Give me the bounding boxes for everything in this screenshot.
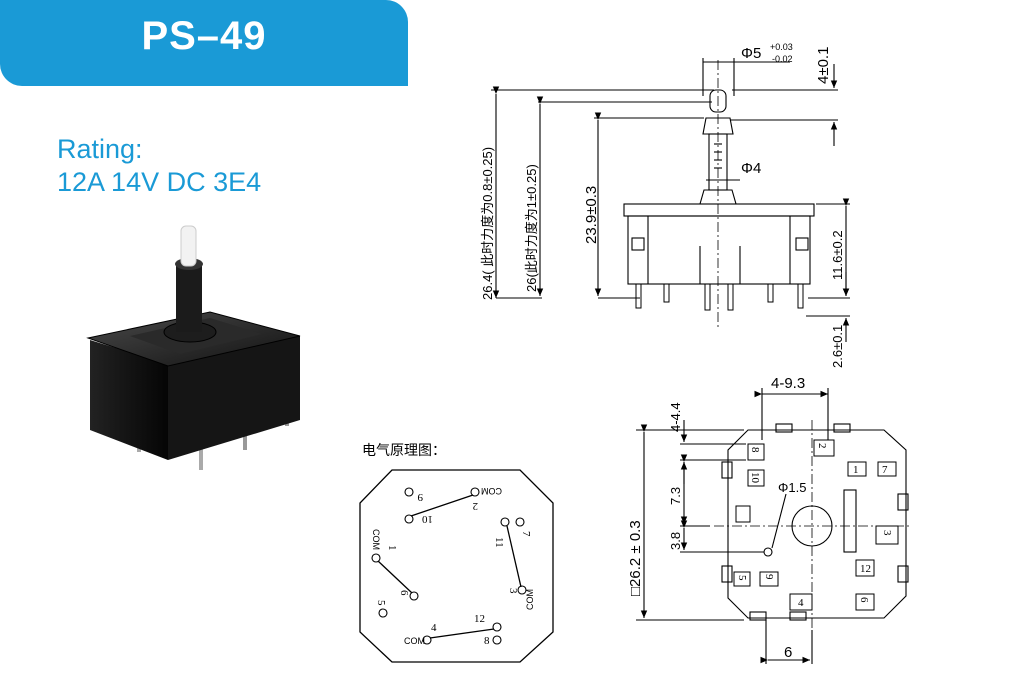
bottom-offset-dim: 6 bbox=[784, 644, 792, 661]
size-dim: □26.2 ± 0.3 bbox=[627, 520, 644, 596]
com-label-left: COM bbox=[371, 529, 381, 550]
shaft-tol-upper: +0.03 bbox=[770, 42, 793, 52]
height-force-dim: 26(此时力度为1±0.25) bbox=[524, 164, 539, 292]
terminal-12: 12 bbox=[474, 613, 485, 625]
terminal-3: 3 bbox=[507, 588, 519, 594]
model-title: PS–49 bbox=[141, 14, 267, 58]
shaft-tol-lower: -0.02 bbox=[772, 54, 793, 64]
body-height-dim: 11.6±0.2 bbox=[830, 230, 845, 280]
total-force-dim: 26.4( 此时力度为0.8±0.25) bbox=[480, 147, 495, 300]
pin-holes-dim: 4-4.4 bbox=[668, 402, 683, 432]
pin-label: 1 bbox=[853, 464, 859, 476]
row2-dim: 3.8 bbox=[668, 532, 683, 550]
switch-photo bbox=[86, 225, 301, 470]
side-view-drawing bbox=[491, 58, 850, 342]
height-dim: 23.9±0.3 bbox=[583, 186, 600, 244]
top-height: 4±0.1 bbox=[815, 47, 832, 84]
com-label-top: COM bbox=[481, 486, 502, 496]
shaft-dia: Φ5 bbox=[741, 45, 761, 62]
pin-label: 2 bbox=[816, 443, 828, 449]
terminal-7: 7 bbox=[520, 531, 532, 537]
pin-label: 8 bbox=[749, 447, 761, 453]
side-view-labels: Φ5 +0.03 -0.02 4±0.1 Φ4 26.4( 此时力度为0.8±0… bbox=[480, 42, 845, 368]
row1-dim: 7.3 bbox=[668, 487, 683, 505]
bottom-view-drawing bbox=[636, 388, 910, 664]
pin-pitch-dim: 4-9.3 bbox=[771, 375, 805, 392]
terminal-6: 6 bbox=[398, 590, 410, 596]
rating-value: 12A 14V DC 3E4 bbox=[57, 167, 262, 197]
terminal-4: 4 bbox=[431, 622, 437, 634]
terminal-8: 8 bbox=[484, 635, 490, 647]
com-label-right: COM bbox=[525, 589, 535, 610]
rating-block: Rating: 12A 14V DC 3E4 bbox=[57, 133, 261, 199]
terminal-9: 9 bbox=[417, 491, 423, 503]
pin-label: 4 bbox=[798, 597, 804, 609]
pin-label: 9 bbox=[763, 574, 775, 580]
pin-label: 7 bbox=[882, 464, 888, 476]
terminal-5: 5 bbox=[375, 600, 387, 606]
schematic-diagram: 9 10 2 COM 11 7 COM 1 5 6 3 COM 12 4 8 C… bbox=[359, 469, 554, 663]
rating-label: Rating: bbox=[57, 134, 143, 164]
neck-dia: Φ4 bbox=[741, 160, 761, 177]
terminal-11: 11 bbox=[493, 537, 505, 548]
pin-label: 3 bbox=[881, 530, 893, 536]
terminal-1: 1 bbox=[386, 545, 398, 551]
pin-label: 5 bbox=[736, 575, 748, 581]
pin-length-dim: 2.6±0.1 bbox=[830, 325, 845, 368]
title-banner bbox=[0, 0, 408, 86]
pin-label: 6 bbox=[858, 597, 870, 603]
terminal-10: 10 bbox=[422, 513, 434, 525]
bottom-view-labels: 4-9.3 4-4.4 7.3 3.8 □26.2 ± 0.3 Φ1.5 6 8… bbox=[627, 375, 893, 661]
com-label-bottom: COM bbox=[404, 636, 425, 646]
hole-dim: Φ1.5 bbox=[778, 480, 806, 495]
schematic-title: 电气原理图： bbox=[362, 443, 446, 459]
pin-label: 10 bbox=[749, 472, 761, 484]
pin-label: 12 bbox=[860, 563, 871, 575]
terminal-2: 2 bbox=[473, 500, 479, 512]
